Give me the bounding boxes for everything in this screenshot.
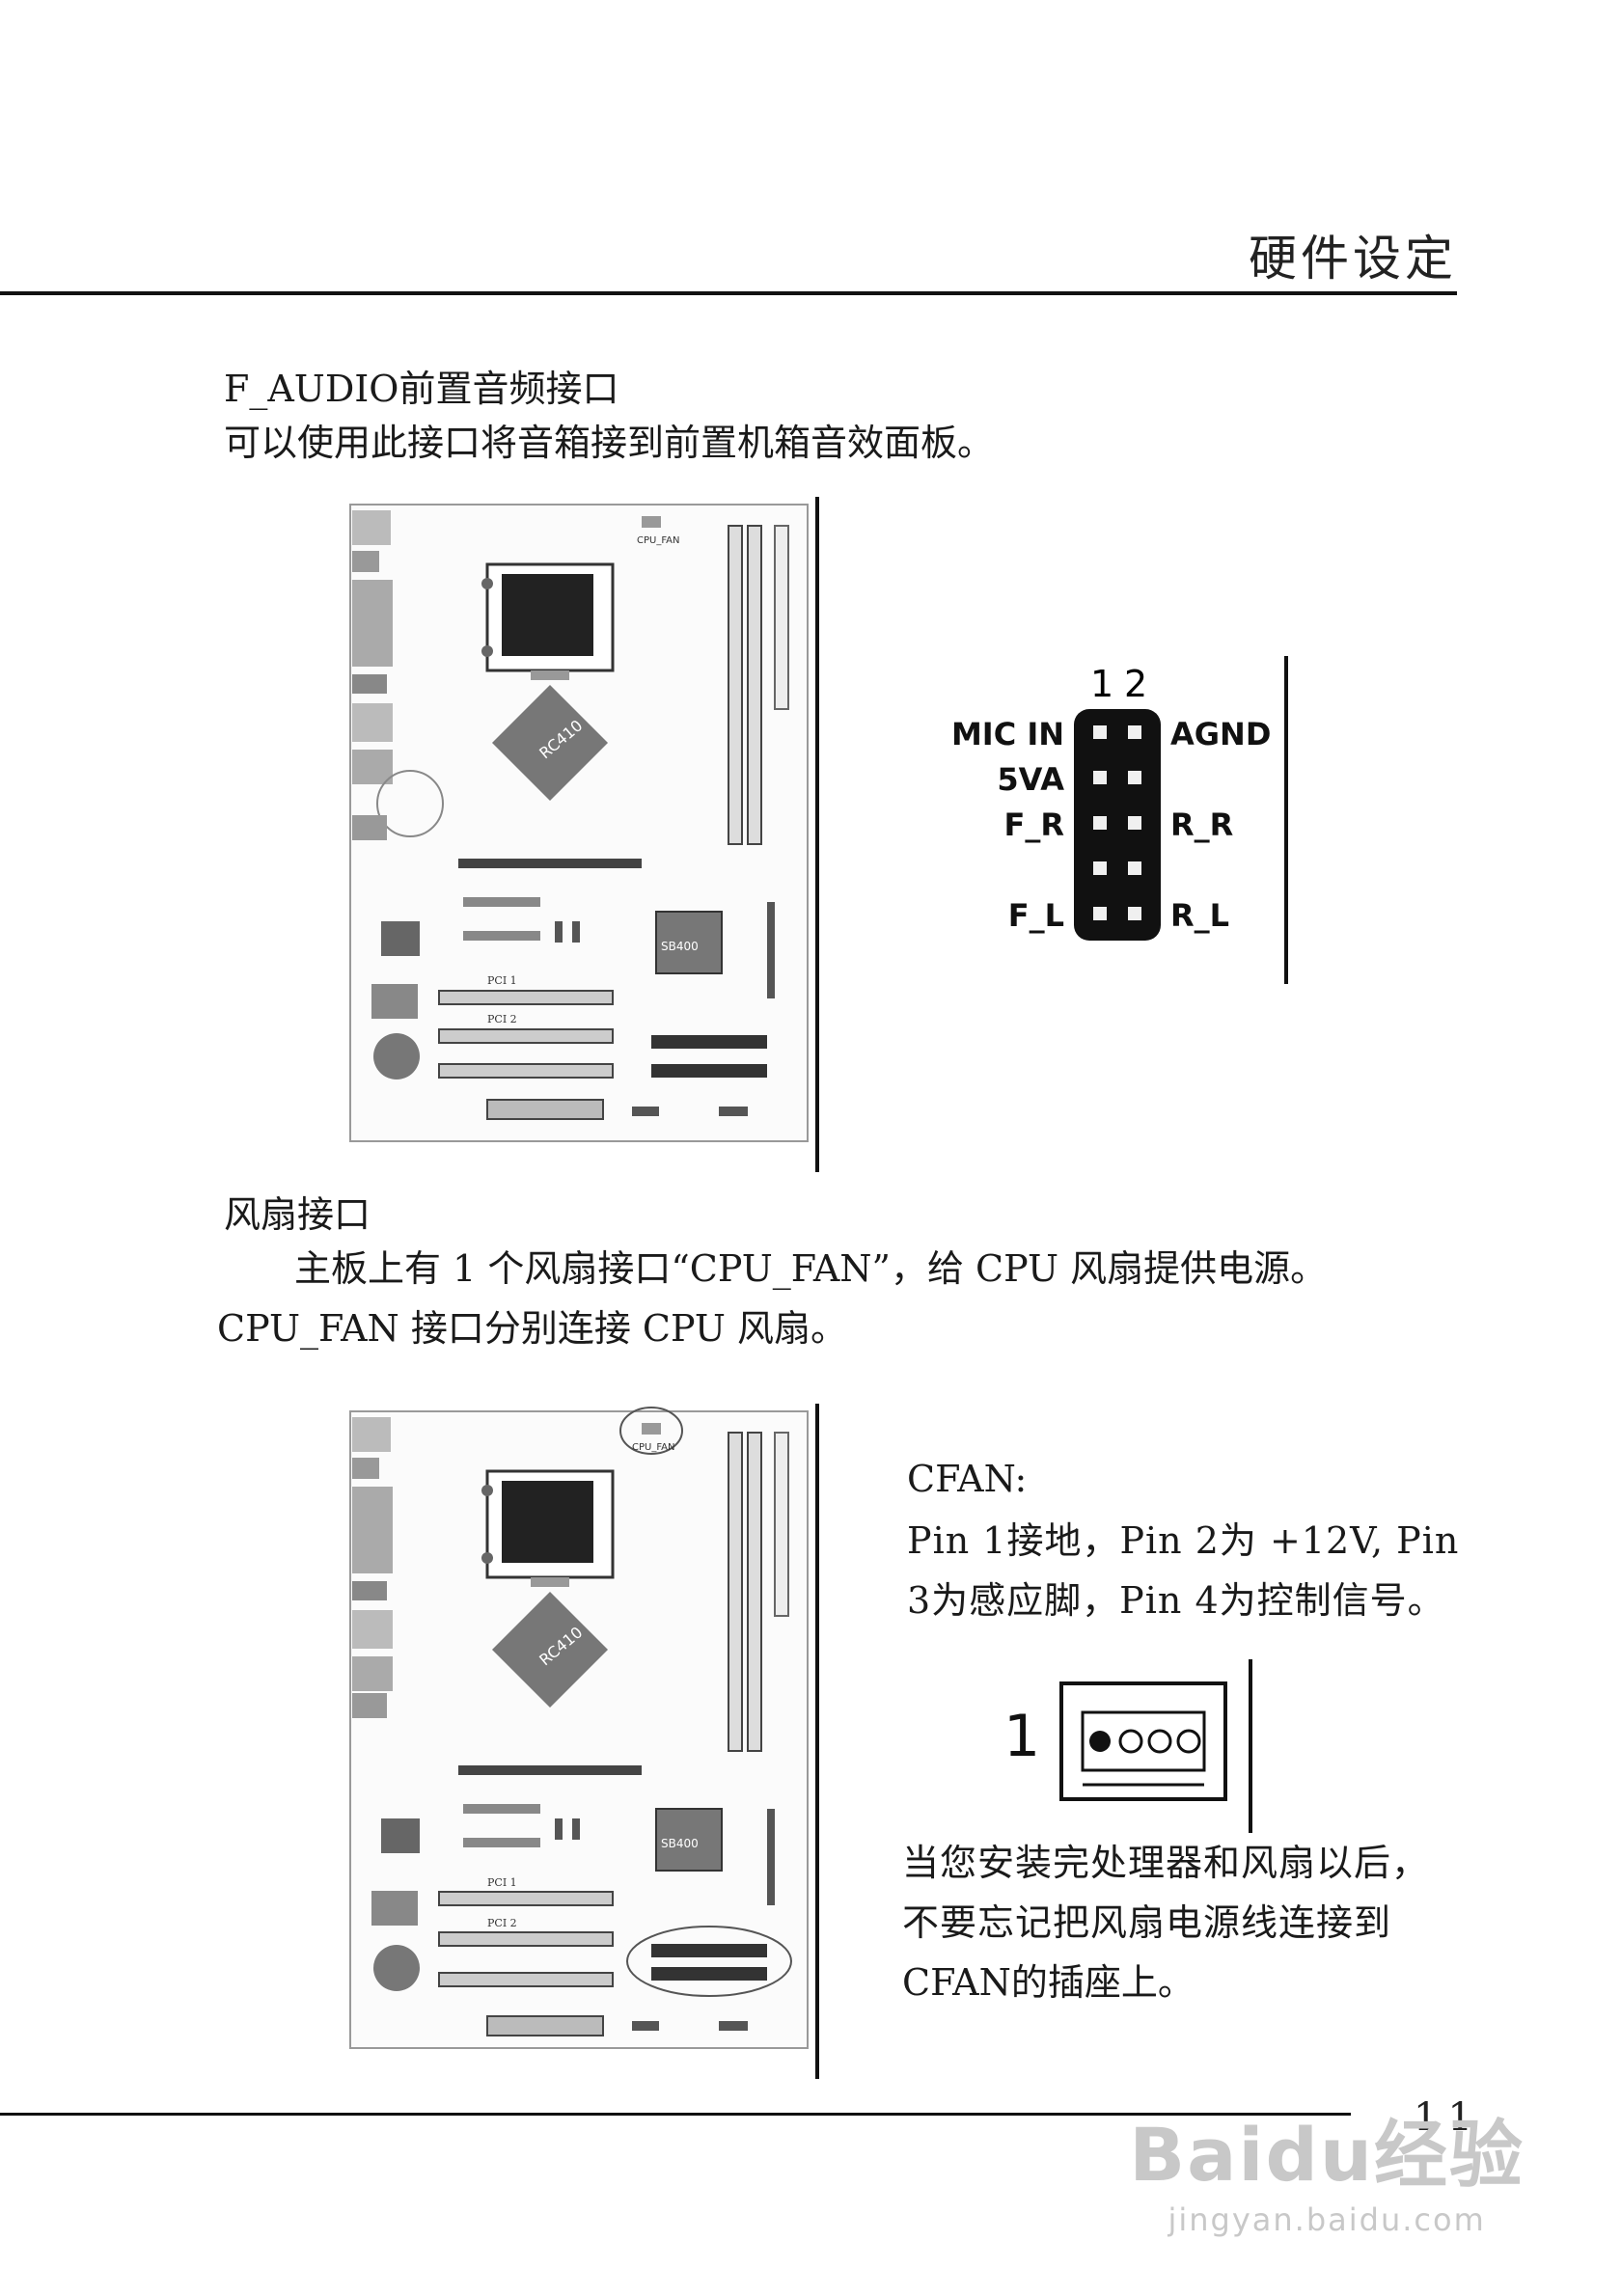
header-pin [1128,725,1141,739]
header-pin [1128,861,1141,875]
audio-section-title: F_AUDIO前置音频接口 [224,368,619,410]
audio-pinout-diagram: 1 2 MIC IN AGND 5VA F_R R_R F_L R_L [951,656,1288,984]
header-pin [1093,725,1107,739]
pin-label-right: R_L [1170,897,1229,934]
pci2-label: PCI 2 [487,1013,517,1025]
pin-label-right: R_R [1170,806,1233,843]
watermark-sub: jingyan.baidu.com [1168,2201,1486,2238]
watermark: Baidu经验 jingyan.baidu.com [1129,2095,1525,2238]
header-pin [1128,771,1141,784]
header-pin [1093,771,1107,784]
pin-label-left: 5VA [997,761,1064,798]
pin-col-1: 1 [1090,663,1113,705]
page-header-title: 硬件设定 [1249,231,1457,287]
header-pin [1128,816,1141,830]
fan-section-title: 风扇接口 [224,1193,371,1236]
page-number: 11 [1414,2095,1482,2140]
watermark-main: Baidu经验 [1129,2112,1525,2198]
pci1-label-2: PCI 1 [487,1876,517,1889]
audio-section-description: 可以使用此接口将音箱接到前置机箱音效面板。 [224,422,995,464]
footer-rule [0,2113,1351,2116]
header-pin [1093,816,1107,830]
cfan-pin-number: 1 [1003,1703,1040,1770]
cfan-note-line1: 当您安装完处理器和风扇以后， [902,1842,1430,1884]
cpu-fan-label: CPU_FAN [637,535,680,546]
cfan-note-line3: CFAN的插座上。 [902,1961,1195,2004]
motherboard-diagram-fan: CPU_FAN RC410 SB400 PCI 1 PCI 2 [343,1404,825,2079]
header-pin [1128,907,1141,920]
cfan-desc-line1: Pin 1接地，Pin 2为 +12V, Pin [907,1519,1460,1562]
pin-label-right: AGND [1170,716,1271,752]
cfan-connector-diagram: 1 [1003,1659,1252,1833]
south-bridge-label: SB400 [661,940,699,953]
cfan-note-line2: 不要忘记把风扇电源线连接到 [902,1901,1392,1944]
cfan-label: CFAN: [907,1458,1028,1500]
header-rule [0,291,1457,295]
south-bridge-label-2: SB400 [661,1837,699,1850]
pin-label-left: F_R [1004,806,1065,843]
pin-label-left: MIC IN [951,716,1064,752]
cpu-fan-label-2: CPU_FAN [632,1442,675,1453]
header-pin [1093,907,1107,920]
header-pin [1093,861,1107,875]
pin-label-left: F_L [1008,897,1064,934]
pin-col-2: 2 [1124,663,1147,705]
pci1-label: PCI 1 [487,974,517,987]
cfan-desc-line2: 3为感应脚，Pin 4为控制信号。 [907,1579,1445,1622]
fan-section-line1: 主板上有 1 个风扇接口“CPU_FAN”，给 CPU 风扇提供电源。 [294,1247,1328,1290]
motherboard-diagram-audio: RC410 CPU_FAN SB400 PCI 1 PCI 2 [343,497,825,1172]
fan-section-line2: CPU_FAN 接口分别连接 CPU 风扇。 [217,1307,847,1350]
pci2-label-2: PCI 2 [487,1917,517,1929]
